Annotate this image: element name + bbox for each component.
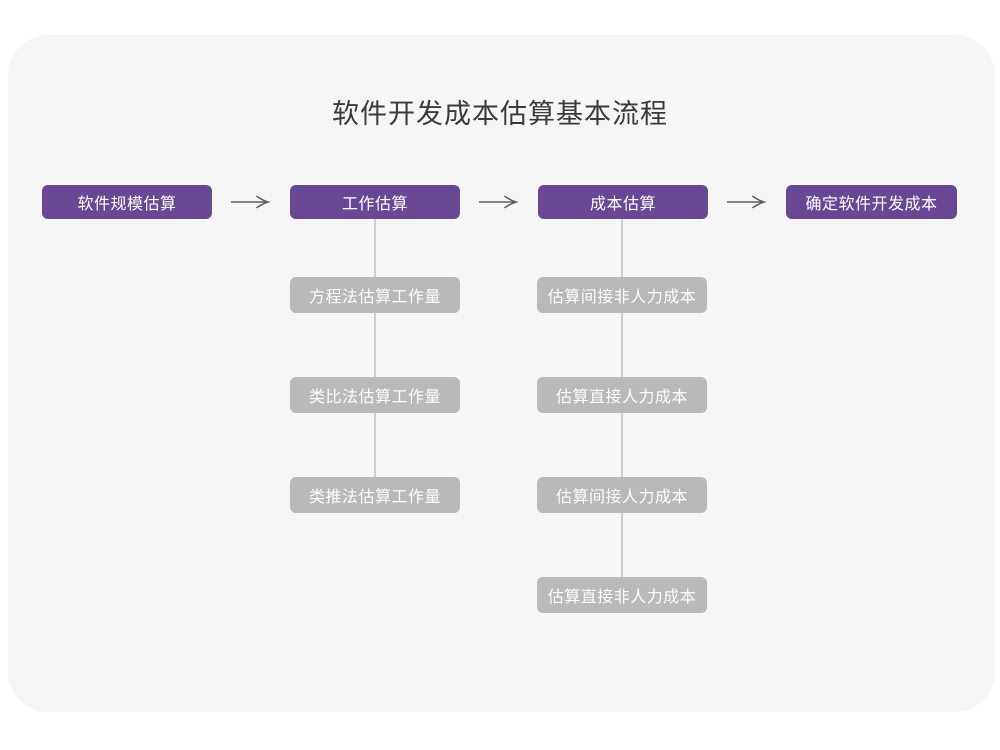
substep-extrapolation-method: 类推法估算工作量 [290, 477, 460, 513]
substep-direct-labor-cost: 估算直接人力成本 [537, 377, 707, 413]
flow-step-scale-estimation: 软件规模估算 [42, 185, 212, 219]
flow-step-work-estimation: 工作估算 [290, 185, 460, 219]
flow-step-cost-estimation: 成本估算 [538, 185, 708, 219]
right-arrow-icon [479, 195, 519, 209]
substep-indirect-nonlabor-cost: 估算间接非人力成本 [537, 277, 707, 313]
substep-indirect-labor-cost: 估算间接人力成本 [537, 477, 707, 513]
flow-step-final-cost: 确定软件开发成本 [786, 185, 957, 219]
connector-line-work [374, 219, 376, 481]
substep-equation-method: 方程法估算工作量 [290, 277, 460, 313]
diagram-canvas [8, 35, 995, 712]
substep-analogy-method: 类比法估算工作量 [290, 377, 460, 413]
diagram-title: 软件开发成本估算基本流程 [332, 99, 668, 129]
right-arrow-icon [231, 195, 271, 209]
right-arrow-icon [727, 195, 767, 209]
substep-direct-nonlabor-cost: 估算直接非人力成本 [537, 577, 707, 613]
